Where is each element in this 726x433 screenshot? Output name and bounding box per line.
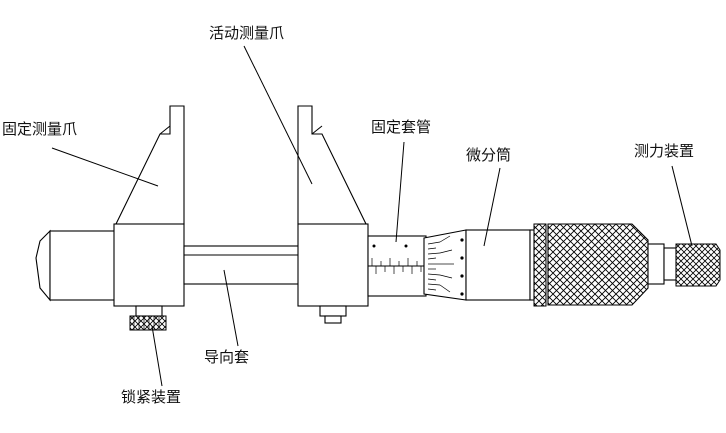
left-end-cap: [35, 229, 117, 302]
movable-jaw: [297, 105, 369, 324]
guide-sleeve: [183, 245, 301, 285]
label-fixed-jaw: 固定测量爪: [2, 120, 78, 138]
label-thimble: 微分筒: [466, 146, 512, 164]
lock-device: [129, 305, 167, 331]
label-lock-device: 锁紧装置: [121, 388, 182, 406]
thimble: [423, 229, 531, 301]
label-movable-jaw: 活动测量爪: [209, 24, 285, 42]
fixed-sleeve: [367, 235, 427, 297]
leader-lines: [51, 45, 693, 387]
force-device: [647, 243, 721, 287]
fixed-jaw: [113, 105, 185, 307]
label-force-device: 测力装置: [634, 142, 695, 160]
label-guide-sleeve: 导向套: [204, 348, 250, 366]
knurled-sleeve: [529, 223, 649, 307]
label-fixed-sleeve: 固定套管: [371, 118, 432, 136]
